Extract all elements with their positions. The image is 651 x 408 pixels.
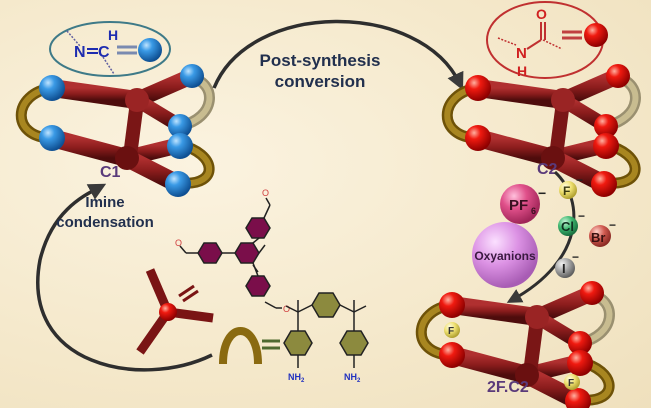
amide-o: O bbox=[536, 6, 547, 22]
anion-br-label: Br bbox=[591, 230, 605, 245]
cage-2f-c2: F F bbox=[421, 281, 609, 408]
cage-c1-label: C1 bbox=[100, 164, 121, 181]
anion-cl-label: Cl bbox=[561, 219, 574, 234]
tripod-node-icon bbox=[136, 268, 214, 355]
anion-pf6: PF 6 − bbox=[500, 184, 546, 224]
imine-h: H bbox=[108, 27, 118, 43]
bound-fluoride-1: F bbox=[444, 322, 460, 338]
cage-2f-c2-label: 2F.C2 bbox=[487, 379, 529, 396]
equals-sign-2 bbox=[262, 339, 280, 350]
post-synthesis-label-1: Post-synthesis bbox=[260, 51, 381, 70]
cage-c2-label: C2 bbox=[537, 161, 558, 178]
bound-fluoride-2: F bbox=[564, 374, 580, 390]
amine-nh2-b: NH2 bbox=[344, 372, 361, 384]
aldehyde-o-2: O bbox=[262, 188, 269, 198]
anion-br: Br − bbox=[589, 218, 616, 247]
amide-n: N bbox=[516, 45, 527, 62]
anion-f-label: F bbox=[563, 184, 570, 198]
anion-pf6-charge: − bbox=[538, 185, 546, 201]
bound-fluoride-2-label: F bbox=[568, 378, 574, 389]
anion-pf6-label: PF bbox=[509, 197, 528, 214]
amide-h: H bbox=[517, 63, 527, 79]
aldehyde-o-1: O bbox=[175, 238, 182, 248]
aldehyde-o-3: O bbox=[283, 304, 290, 314]
imine-condensation-label-2: condensation bbox=[56, 214, 154, 231]
imine-c: C bbox=[98, 44, 110, 61]
anion-i-charge: − bbox=[572, 250, 579, 264]
anion-oxyanions: Oxyanions bbox=[472, 222, 538, 288]
anion-f: F − bbox=[559, 173, 583, 199]
equals-sign-1 bbox=[178, 284, 199, 303]
diamine-molecule bbox=[283, 292, 369, 368]
imine-condensation-label-1: Imine bbox=[85, 194, 124, 211]
imine-condensation-arrow bbox=[36, 183, 213, 372]
amide-linkage-box: N H O bbox=[486, 1, 608, 79]
cage-c2-vertices bbox=[465, 64, 630, 197]
cage-c1-vertices bbox=[39, 64, 204, 197]
cage-2f-c2-vertices bbox=[439, 281, 604, 408]
anion-oxyanions-label: Oxyanions bbox=[474, 249, 536, 263]
anion-i-label: I bbox=[562, 261, 566, 276]
anion-pf6-sub: 6 bbox=[531, 206, 536, 216]
post-synthesis-arrow bbox=[212, 19, 464, 91]
arch-linker-icon bbox=[219, 327, 262, 365]
post-synthesis-label-2: conversion bbox=[275, 72, 366, 91]
anion-f-charge: − bbox=[576, 173, 583, 187]
cage-c2 bbox=[447, 64, 635, 197]
cage-c1 bbox=[21, 64, 209, 197]
anion-br-charge: − bbox=[609, 218, 616, 232]
anion-cl: Cl − bbox=[558, 209, 585, 236]
bound-fluoride-1-label: F bbox=[448, 326, 454, 337]
imine-vertex-icon bbox=[138, 38, 162, 62]
amide-vertex-icon bbox=[584, 23, 608, 47]
imine-n: N bbox=[74, 44, 86, 61]
trialdehyde-molecule bbox=[179, 197, 282, 309]
anion-i: I − bbox=[555, 250, 579, 278]
amine-nh2-a: NH2 bbox=[288, 372, 305, 384]
imine-linkage-box: N C H bbox=[49, 21, 171, 77]
anion-cl-charge: − bbox=[578, 209, 585, 223]
